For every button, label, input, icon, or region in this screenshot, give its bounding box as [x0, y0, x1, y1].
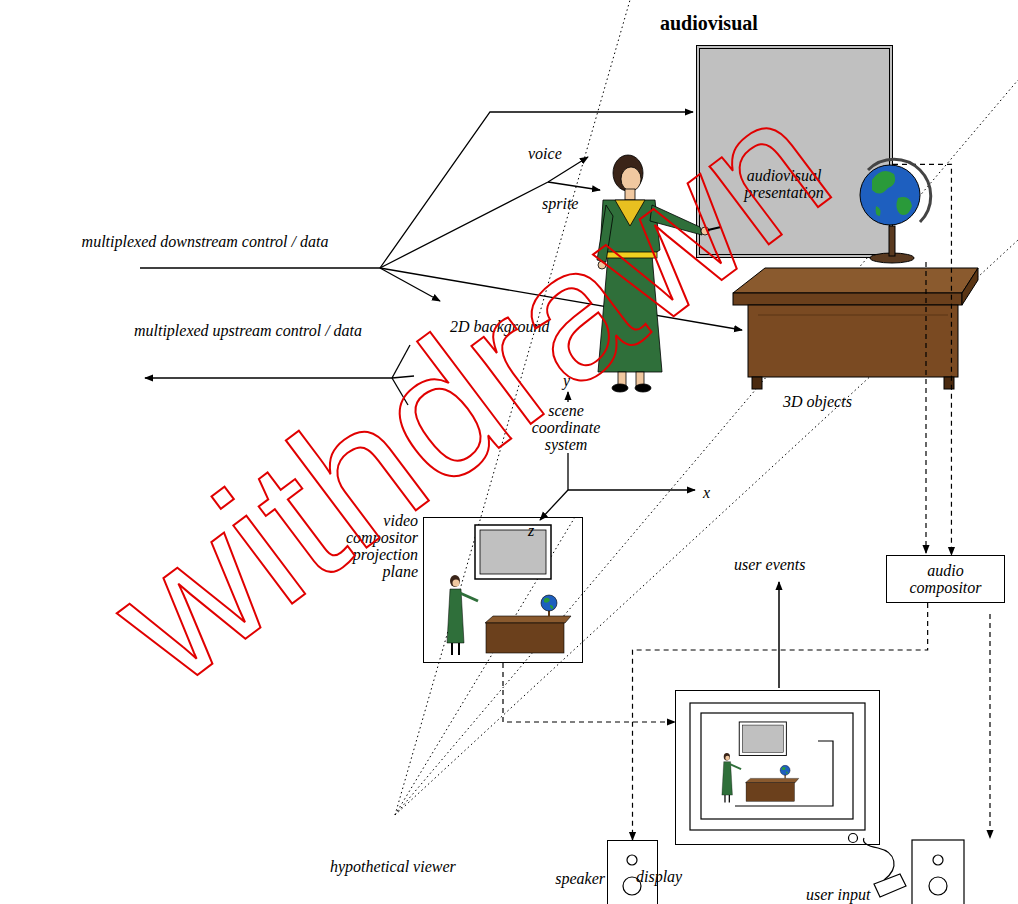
node-text: audio compositor — [901, 562, 990, 596]
axis-label: x — [703, 484, 710, 501]
device-label: user input — [806, 886, 870, 903]
part-label: sprite — [542, 195, 578, 212]
speaker-box: speaker — [607, 840, 658, 904]
part-label: 3D objects — [783, 393, 852, 410]
desk — [733, 268, 978, 389]
signal-label: multiplexed upstream control / data — [98, 322, 398, 339]
speaker-cones — [623, 840, 964, 904]
viewer-label: hypothetical viewer — [330, 858, 456, 875]
axis-caption: scene coordinate system — [518, 402, 614, 453]
presenter-sprite — [597, 155, 721, 392]
user-events-arrow — [778, 582, 780, 688]
part-label: 2D background — [450, 318, 549, 335]
heading: audiovisual — [660, 12, 758, 34]
audio-compositor-box: audio compositor — [886, 555, 1005, 603]
part-label: voice — [528, 145, 562, 162]
axis-label: y — [563, 372, 570, 389]
node-text: display — [636, 868, 682, 885]
presentation-screen: audiovisual presentation — [696, 45, 893, 258]
upstream-arrows — [145, 345, 414, 405]
view-line — [395, 0, 1018, 815]
signal-connector — [633, 603, 928, 840]
signal-connector — [893, 164, 951, 555]
event-label: user events — [734, 556, 806, 573]
globe — [860, 159, 931, 263]
projected-scene — [447, 525, 571, 655]
projection-plane: video compositor projection plane — [423, 517, 583, 663]
node-text: audiovisual presentation — [728, 167, 840, 201]
node-text: video compositor projection plane — [338, 512, 418, 580]
signal-label: multiplexed downstream control / data — [35, 233, 375, 250]
display-screen — [690, 703, 865, 843]
signal-connector — [503, 663, 675, 722]
node-text: speaker — [555, 870, 605, 887]
display-monitor: display — [675, 690, 880, 845]
audio-path — [926, 262, 990, 838]
axis-label: z — [528, 522, 534, 539]
displayed-scene — [722, 722, 799, 803]
